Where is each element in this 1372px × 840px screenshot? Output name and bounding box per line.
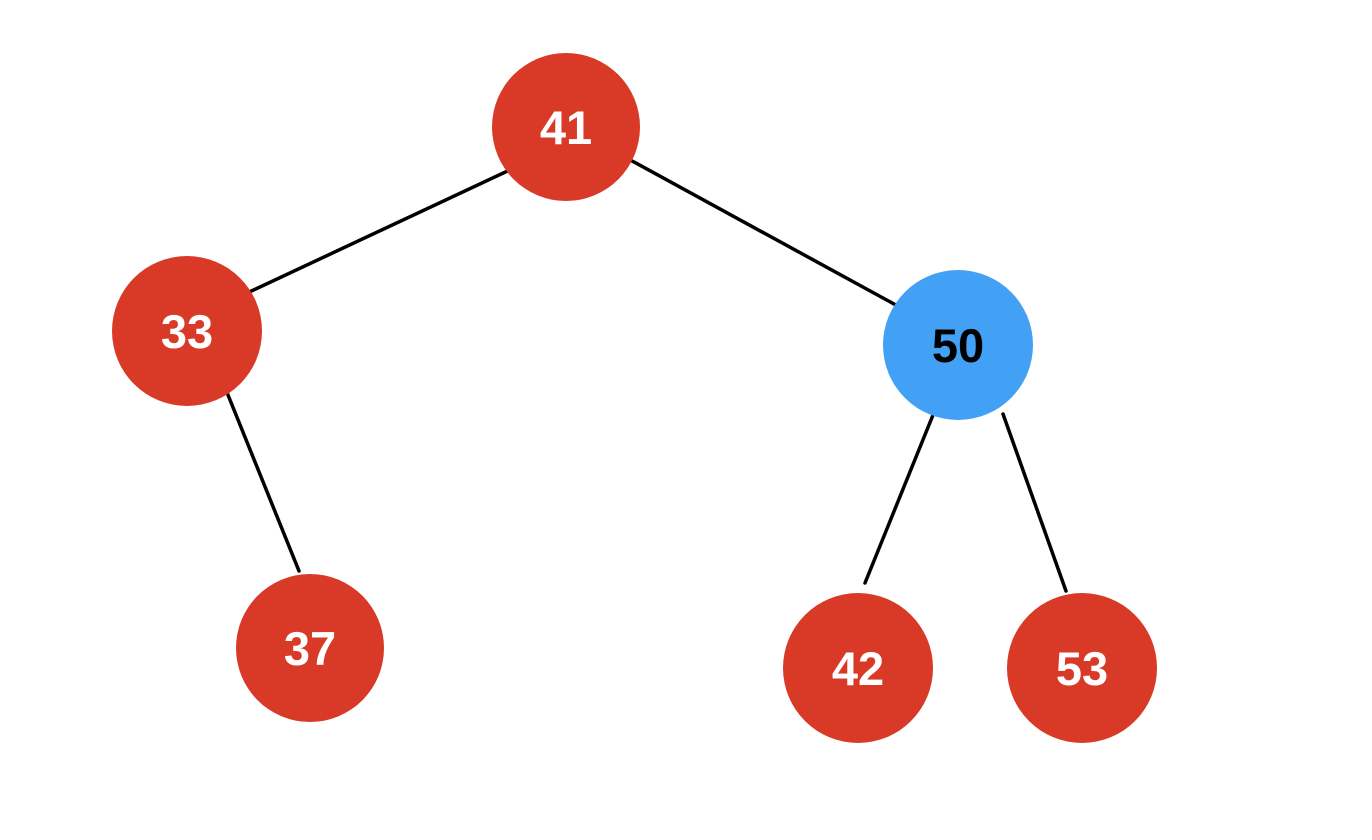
- node-42-circle[interactable]: [783, 593, 933, 743]
- node-37-circle[interactable]: [236, 574, 384, 722]
- node-50-circle[interactable]: [883, 270, 1033, 420]
- tree-node-50[interactable]: 50: [883, 270, 1033, 420]
- edge-41-33: [243, 166, 516, 296]
- node-33-circle[interactable]: [112, 256, 262, 406]
- edge-33-37: [224, 388, 301, 573]
- edge-50-53: [1001, 412, 1068, 593]
- edge-41-50: [621, 154, 907, 312]
- tree-node-42[interactable]: 42: [783, 593, 933, 743]
- edge-50-42: [863, 413, 935, 585]
- tree-node-41[interactable]: 41: [492, 53, 640, 201]
- tree-node-53[interactable]: 53: [1007, 593, 1157, 743]
- tree-node-37[interactable]: 37: [236, 574, 384, 722]
- tree-node-33[interactable]: 33: [112, 256, 262, 406]
- node-41-circle[interactable]: [492, 53, 640, 201]
- node-53-circle[interactable]: [1007, 593, 1157, 743]
